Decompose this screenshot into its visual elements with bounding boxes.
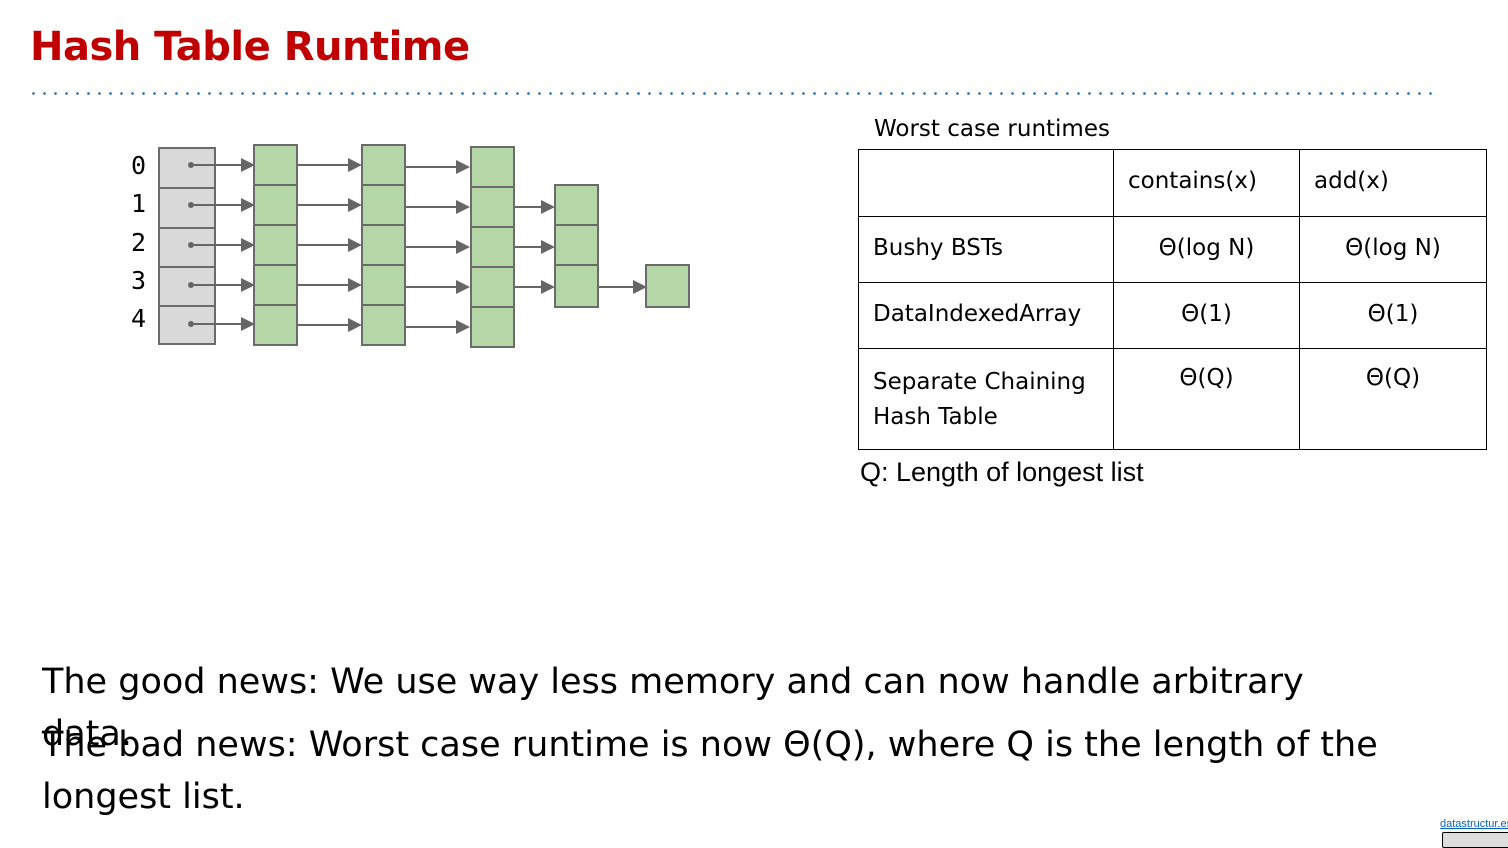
header-cell-contains: contains(x): [1113, 149, 1300, 217]
bucket-index-0: 0: [130, 151, 146, 180]
header-cell-empty: [858, 149, 1114, 217]
pointer-arrow: [191, 158, 255, 172]
footer-link[interactable]: datastructur.es: [1440, 818, 1508, 830]
row-label-line: Separate Chaining: [873, 369, 1086, 395]
runtime-table: contains(x) add(x) Bushy BSTs Θ(log N) Θ…: [858, 149, 1487, 450]
bad-news-text: The bad news: Worst case runtime is now …: [42, 725, 1378, 817]
contains-runtime: Θ(log N): [1113, 216, 1300, 283]
bucket-index-2: 2: [130, 228, 146, 257]
next-arrow: [298, 238, 362, 252]
list-node: [554, 224, 599, 266]
next-arrow: [298, 158, 362, 172]
add-runtime: Θ(log N): [1299, 216, 1487, 283]
next-arrow: [298, 278, 362, 292]
next-arrow: [406, 320, 470, 334]
list-node: [645, 264, 690, 308]
list-node: [361, 264, 406, 306]
pointer-arrow: [191, 317, 255, 331]
table-note: Q: Length of longest list: [860, 457, 1144, 487]
list-node: [253, 144, 298, 186]
table-caption: Worst case runtimes: [874, 116, 1110, 142]
next-arrow: [515, 280, 555, 294]
next-arrow: [298, 318, 362, 332]
table-row: Bushy BSTs Θ(log N) Θ(log N): [858, 216, 1487, 283]
bucket-cell: [158, 266, 216, 308]
table-row: DataIndexedArray Θ(1) Θ(1): [858, 282, 1487, 349]
title-divider: [28, 92, 1440, 95]
bucket-cell: [158, 227, 216, 269]
header-cell-add: add(x): [1299, 149, 1487, 217]
list-node: [253, 224, 298, 266]
license-badge-icon: [1442, 832, 1508, 848]
next-arrow: [406, 200, 470, 214]
contains-runtime: Θ(Q): [1113, 348, 1300, 450]
list-node: [470, 146, 515, 188]
pointer-arrow: [191, 238, 255, 252]
add-runtime: Θ(1): [1299, 282, 1487, 349]
list-node: [361, 184, 406, 226]
list-node: [253, 184, 298, 226]
table-header-row: contains(x) add(x): [858, 149, 1487, 217]
list-node: [554, 264, 599, 308]
row-label: DataIndexedArray: [858, 282, 1114, 349]
row-label: Bushy BSTs: [858, 216, 1114, 283]
bucket-cell: [158, 187, 216, 229]
next-arrow: [406, 240, 470, 254]
list-node: [554, 184, 599, 226]
bucket-index-3: 3: [130, 266, 146, 295]
good-news-text: The good news: We use way less memory an…: [42, 662, 1304, 754]
list-node: [470, 226, 515, 268]
hash-table-diagram: 0 1 2 3 4: [110, 138, 710, 358]
pointer-arrow: [191, 278, 255, 292]
row-label-line: Hash Table: [873, 404, 998, 430]
next-arrow: [298, 198, 362, 212]
list-node: [470, 186, 515, 228]
next-arrow: [515, 200, 555, 214]
bucket-cell: [158, 305, 216, 345]
contains-runtime: Θ(1): [1113, 282, 1300, 349]
bucket-index-1: 1: [130, 189, 146, 218]
next-arrow: [515, 240, 555, 254]
list-node: [470, 306, 515, 348]
next-arrow: [599, 280, 647, 294]
pointer-arrow: [191, 198, 255, 212]
list-node: [361, 144, 406, 186]
bucket-index-4: 4: [130, 304, 146, 333]
list-node: [361, 224, 406, 266]
list-node: [361, 304, 406, 346]
next-arrow: [406, 160, 470, 174]
add-runtime: Θ(Q): [1299, 348, 1487, 450]
next-arrow: [406, 280, 470, 294]
bucket-cell: [158, 147, 216, 189]
slide-title: Hash Table Runtime: [30, 24, 470, 70]
list-node: [253, 264, 298, 306]
list-node: [470, 266, 515, 308]
list-node: [253, 304, 298, 346]
